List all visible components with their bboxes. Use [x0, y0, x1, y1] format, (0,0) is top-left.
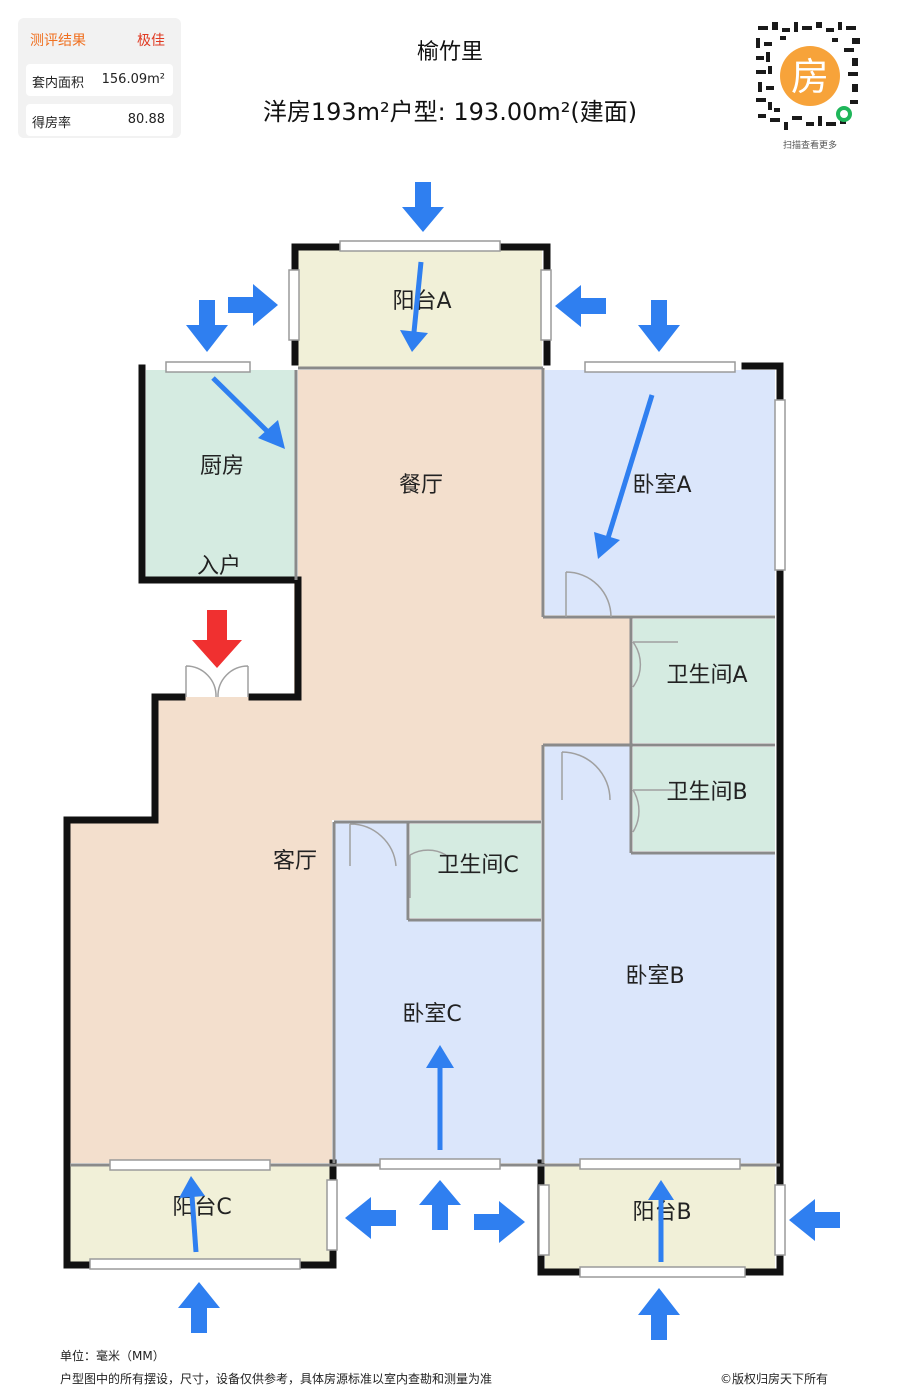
label-living: 客厅	[273, 849, 317, 874]
room-fills	[70, 247, 775, 1270]
label-balcony-c: 阳台C	[172, 1195, 231, 1220]
arrow-down-icon	[402, 182, 444, 232]
bedroom-b-area	[545, 746, 775, 1163]
arrow-right-icon	[228, 284, 278, 326]
usable-area-label: 套内面积	[32, 76, 85, 91]
usable-area-row: 套内面积 156.09m²	[26, 64, 173, 96]
airflow-arrows	[178, 182, 840, 1340]
label-bath-a: 卫生间A	[666, 663, 747, 688]
arrow-down-icon	[638, 300, 680, 352]
label-bedroom-c: 卧室C	[402, 1002, 461, 1027]
arrow-right-icon	[474, 1201, 525, 1243]
windows	[89, 240, 786, 1278]
efficiency-label: 得房率	[32, 116, 72, 131]
efficiency-value: 80.88	[127, 112, 165, 127]
label-bedroom-a: 卧室A	[632, 473, 691, 498]
balcony-c-area	[70, 1166, 332, 1262]
efficiency-row: 得房率 80.88	[26, 104, 173, 136]
evaluation-card: 测评结果 极佳 套内面积 156.09m² 得房率 80.88	[18, 18, 181, 138]
label-kitchen: 厨房	[200, 454, 244, 479]
arrow-up-icon	[178, 1282, 220, 1333]
label-balcony-a: 阳台A	[392, 289, 451, 314]
arrow-up-icon	[419, 1180, 461, 1230]
arrow-up-icon	[638, 1288, 680, 1340]
arrow-down-icon	[186, 300, 228, 352]
usable-area-value: 156.09m²	[101, 72, 165, 87]
qr-code-icon[interactable]: 房	[752, 18, 868, 134]
qr-caption: 扫描查看更多	[782, 141, 837, 151]
label-bath-c: 卫生间C	[437, 853, 518, 878]
entrance-arrow-icon	[192, 610, 242, 668]
bath-c-area	[410, 824, 541, 918]
evaluation-rating: 极佳	[137, 33, 165, 49]
arrow-left-icon	[345, 1197, 396, 1239]
label-bath-b: 卫生间B	[666, 780, 747, 805]
living-dining-area	[70, 370, 631, 1163]
room-labels: 阳台A 厨房 入户 餐厅 卧室A 卫生间A 卫生间B 卫生间C 客厅 卧室B 卧…	[172, 289, 747, 1225]
doors	[185, 571, 678, 898]
label-entrance: 入户	[197, 554, 241, 579]
unit-note: 单位：毫米（MM）	[60, 1349, 165, 1363]
community-title: 榆竹里	[416, 40, 483, 65]
qr-badge: 房	[791, 55, 829, 99]
bath-a-area	[633, 619, 775, 743]
label-bedroom-b: 卧室B	[625, 964, 684, 989]
disclaimer: 户型图中的所有摆设，尺寸，设备仅供参考，具体房源标准以室内查勘和测量为准	[60, 1372, 493, 1386]
evaluation-label: 测评结果	[30, 33, 86, 49]
flow-lines	[179, 261, 674, 1262]
arrow-left-icon	[555, 285, 606, 327]
bedroom-a-area	[545, 370, 775, 615]
copyright: ©版权归房天下所有	[720, 1372, 829, 1386]
bath-b-area	[633, 747, 775, 851]
unit-subtitle: 洋房193m²户型: 193.00m²(建面)	[262, 98, 638, 126]
evaluation-header: 测评结果 极佳	[18, 18, 181, 60]
kitchen-area	[146, 370, 296, 578]
label-dining: 餐厅	[399, 473, 443, 498]
arrow-left-icon	[789, 1199, 840, 1241]
bedroom-c-area	[334, 822, 541, 1163]
